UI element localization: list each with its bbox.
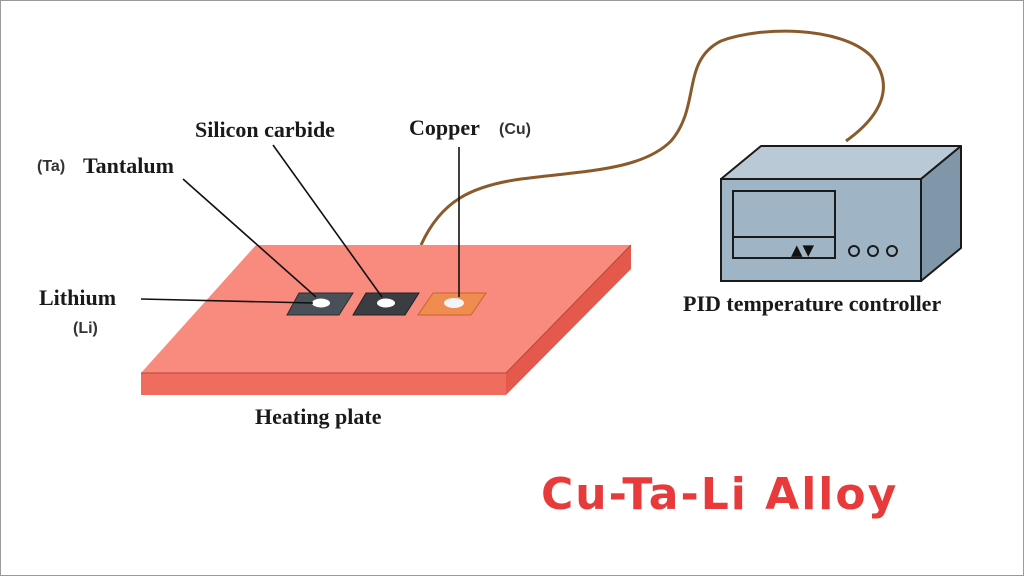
leader-lines <box>140 144 460 304</box>
sample-silicon-carbide <box>352 292 420 316</box>
label-heating-plate: Heating plate <box>255 404 382 429</box>
leader-silicon-carbide <box>272 144 383 298</box>
wire <box>419 29 885 246</box>
leader-lithium <box>140 298 314 304</box>
diagram-title: Cu-Ta-Li Alloy <box>541 469 898 520</box>
sample-copper <box>417 292 487 316</box>
pid-knob-1 <box>848 245 860 257</box>
label-silicon-carbide: Silicon carbide <box>195 117 335 142</box>
pid-controller-top <box>720 145 962 180</box>
pid-knob-2 <box>867 245 879 257</box>
label-tantalum-symbol: (Ta) <box>37 158 65 175</box>
heating-plate-front <box>141 373 506 395</box>
leader-tantalum <box>182 178 317 298</box>
heating-plate <box>141 244 632 395</box>
label-tantalum: Tantalum <box>83 153 174 178</box>
pid-controller-box: ▲▼ <box>720 145 962 282</box>
pid-controller-front <box>720 178 922 282</box>
label-copper: Copper <box>409 115 480 140</box>
label-lithium-symbol: (Li) <box>73 320 98 337</box>
pid-knob-3 <box>886 245 898 257</box>
pid-arrows: ▲▼ <box>791 241 815 259</box>
label-lithium: Lithium <box>39 285 116 310</box>
label-pid-controller: PID temperature controller <box>683 291 941 316</box>
label-copper-symbol: (Cu) <box>499 121 531 138</box>
pid-display <box>732 190 836 259</box>
heating-plate-side <box>506 245 631 395</box>
sample-tantalum <box>286 292 354 316</box>
